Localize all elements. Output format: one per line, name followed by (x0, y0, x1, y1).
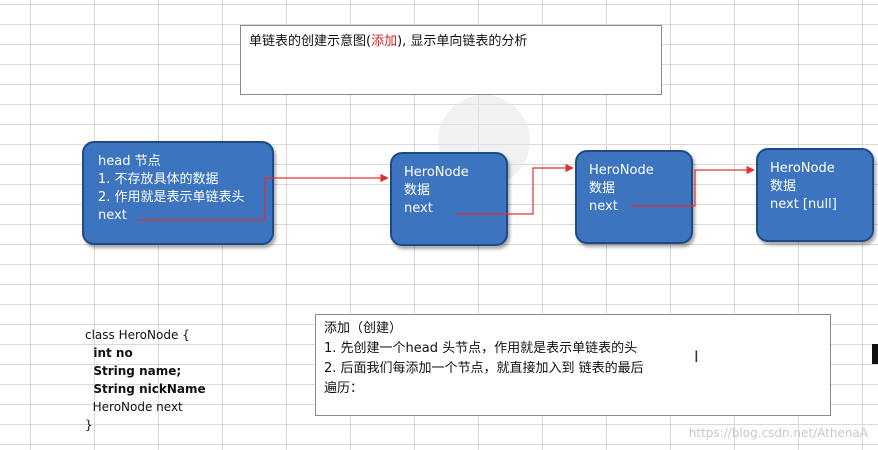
add-box-step-2: 2. 后面我们每添加一个节点，就直接加入到 链表的最后 (324, 361, 644, 376)
title-prefix: 单链表的创建示意图( (249, 34, 372, 49)
code-line-1: int no (85, 346, 133, 360)
head-node-label: head 节点 (98, 154, 161, 169)
title-highlight: 添加 (371, 34, 398, 49)
hero-node-2-next: next (589, 199, 618, 214)
hero-node-3-label: HeroNode (770, 161, 835, 176)
hero-node-2-data: 数据 (589, 181, 616, 196)
heronode-class-code: class HeroNode { int no String name; Str… (85, 326, 206, 434)
hero-node-1-data: 数据 (404, 183, 431, 198)
hero-node-1-label: HeroNode (404, 165, 469, 180)
diagram-title: 单链表的创建示意图(添加), 显示单向链表的分析 (249, 32, 527, 52)
hero-node-1: HeroNode 数据 next (390, 152, 508, 246)
hero-node-3-next: next [null] (770, 197, 837, 212)
hero-node-3-data: 数据 (770, 179, 797, 194)
hero-node-3: HeroNode 数据 next [null] (756, 148, 874, 242)
hero-node-2: HeroNode 数据 next (575, 150, 693, 244)
title-box: 单链表的创建示意图(添加), 显示单向链表的分析 (240, 25, 662, 95)
hero-node-1-next: next (404, 201, 433, 216)
head-node-line-2: 2. 作用就是表示单链表头 (98, 190, 245, 205)
add-box-traverse: 遍历： (324, 381, 364, 396)
code-line-2: String name; (85, 364, 182, 378)
arrow-head-to-node1 (138, 173, 389, 221)
head-node-next: next (98, 208, 127, 223)
edge-marker (872, 344, 878, 364)
arrow-node1-to-node2 (455, 163, 574, 215)
watermark: https://blog.csdn.net/AthenaA (688, 426, 868, 440)
title-suffix: ), 显示单向链表的分析 (397, 34, 528, 49)
arrow-node2-to-node3 (630, 165, 755, 207)
code-line-4: HeroNode next (85, 400, 183, 414)
add-box-heading: 添加（创建） (324, 321, 403, 336)
code-line-0: class HeroNode { (85, 328, 190, 342)
code-line-3: String nickName (85, 382, 206, 396)
head-node-line-1: 1. 不存放具体的数据 (98, 172, 219, 187)
add-box-step-1: 1. 先创建一个head 头节点，作用就是表示单链表的头 (324, 341, 638, 356)
hero-node-2-label: HeroNode (589, 163, 654, 178)
code-line-5: } (85, 418, 93, 432)
add-steps-box: 添加（创建） 1. 先创建一个head 头节点，作用就是表示单链表的头 2. 后… (315, 314, 831, 416)
head-node: head 节点 1. 不存放具体的数据 2. 作用就是表示单链表头 next (82, 141, 274, 245)
text-cursor-icon: I (694, 347, 699, 366)
